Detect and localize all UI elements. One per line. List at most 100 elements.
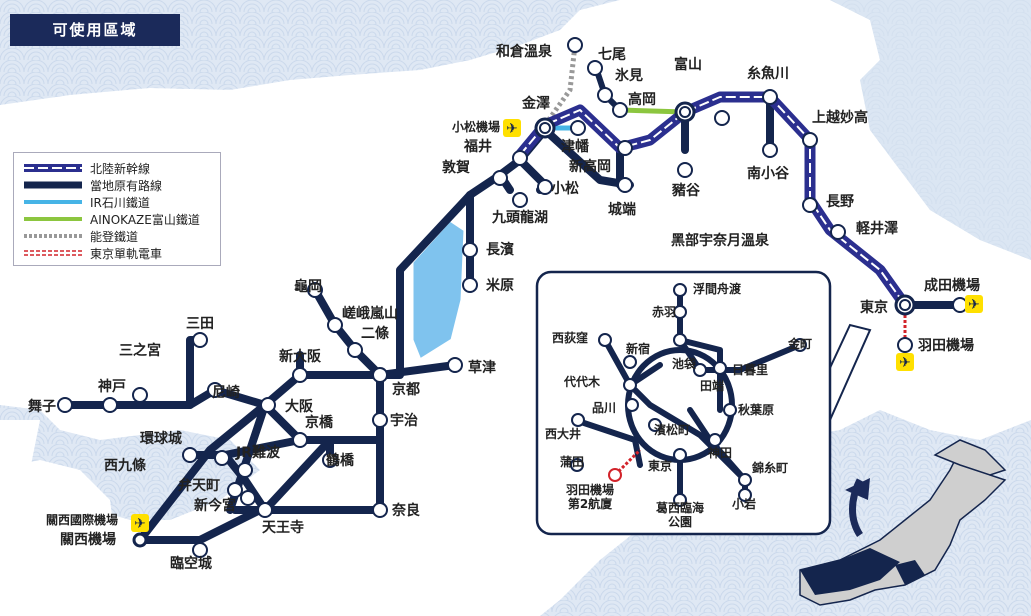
- station-label-sanda: 三田: [186, 316, 214, 332]
- japan-overview: [799, 439, 1007, 606]
- inset-station-oimachi: [571, 413, 585, 427]
- station-kyoto: [372, 367, 388, 383]
- inset-station-shinjuku: [623, 355, 637, 369]
- legend-swatch-ir: [22, 195, 84, 209]
- station-nijo: [347, 342, 363, 358]
- inset-label-nippori: 日暮里: [732, 362, 768, 377]
- legend-item-shinkansen: 北陸新幹線: [22, 161, 151, 176]
- legend-label: AINOKAZE富山鐵道: [90, 212, 200, 227]
- station-kanazawa-inner: [539, 122, 551, 134]
- station-kurobe: [714, 110, 730, 126]
- legend-item-ainokaze: AINOKAZE富山鐵道: [22, 212, 200, 227]
- station-takaoka: [612, 102, 628, 118]
- station-kameoka: [307, 282, 323, 298]
- inset-label-ukima: 浮間舟渡: [693, 281, 742, 296]
- inset-station-kanamachi: [793, 338, 807, 352]
- legend-swatch-ainokaze: [22, 212, 84, 226]
- station-inotani: [677, 162, 693, 178]
- station-uji: [372, 412, 388, 428]
- station-label-fukui: 福井: [463, 138, 492, 155]
- legend-label: 當地原有路線: [90, 178, 163, 193]
- station-label-kurobe: 黑部宇奈月溫泉: [671, 232, 770, 249]
- station-tsubata: [570, 120, 586, 136]
- station-label-wakura: 和倉溫泉: [496, 43, 553, 60]
- haneda-plane-icon: ✈: [899, 355, 911, 371]
- station-label-kameoka: 龜岡: [294, 278, 322, 295]
- station-label-shin_imamiya: 新今宮: [194, 497, 236, 514]
- komatsu-airport-icon: [503, 119, 521, 137]
- station-label-tennoji: 天王寺: [262, 520, 304, 536]
- station-tsuruhashi: [322, 452, 338, 468]
- station-joetsu: [802, 132, 818, 148]
- station-kansai_airport: [132, 532, 148, 548]
- inset-station-hamamatsucho: [648, 418, 662, 432]
- station-sanda: [192, 332, 208, 348]
- station-label-universal: 環球城: [140, 430, 182, 447]
- station-label-kusatsu: 草津: [468, 359, 496, 376]
- station-kobe: [102, 397, 118, 413]
- station-kuzuryuko: [512, 192, 528, 208]
- inset-label-kinshicho: 錦糸町: [751, 460, 788, 475]
- station-label-komatsu_airport: 小松機場: [452, 119, 500, 134]
- legend-label: IR石川鐵道: [90, 195, 150, 210]
- station-label-sannomiya: 三之宮: [119, 342, 161, 359]
- station-haneda: [897, 337, 913, 353]
- page-title: 可使用區域: [10, 14, 180, 46]
- station-toyama-inner: [679, 106, 691, 118]
- station-karuizawa: [830, 224, 846, 240]
- station-label-uji: 宇治: [390, 412, 418, 429]
- station-kyobashi: [292, 432, 308, 448]
- station-label-narita: 成田機場: [924, 277, 980, 294]
- station-label-nishikujo: 西九條: [104, 457, 147, 474]
- station-label-jotobe: 城端: [608, 201, 636, 218]
- station-osaka: [260, 397, 276, 413]
- haneda-airport-icon: [896, 353, 914, 371]
- station-label-kix: 關西國際機場: [46, 512, 118, 527]
- station-label-kuzuryuko: 九頭龍湖: [491, 209, 548, 226]
- narita-plane-icon: ✈: [968, 297, 980, 313]
- legend-swatch-shinkansen: [22, 161, 84, 175]
- inset-label-akihabara: 秋葉原: [738, 402, 774, 417]
- inset-label-koiwa: 小岩: [732, 496, 756, 511]
- station-nara: [372, 502, 388, 518]
- station-label-takaoka: 高岡: [628, 91, 656, 108]
- legend-label: 北陸新幹線: [90, 161, 151, 176]
- station-komatsu: [537, 179, 553, 195]
- station-label-jr_namba: JR難波: [235, 444, 281, 461]
- legend-item-monorail: 東京單軌電車: [22, 246, 162, 261]
- station-maiko: [57, 397, 73, 413]
- narita-airport-icon: [965, 295, 983, 313]
- station-nishikujo: [214, 450, 230, 466]
- station-label-minami_otari: 南小谷: [747, 165, 790, 182]
- inset-label-akabane: 赤羽: [652, 304, 676, 319]
- station-label-tokyo: 東京: [860, 299, 888, 316]
- legend-item-local: 當地原有路線: [22, 178, 163, 193]
- inset-station-ukima: [673, 283, 687, 297]
- station-wakura: [567, 37, 583, 53]
- line-ainokaze: [619, 107, 686, 115]
- legend-item-ir: IR石川鐵道: [22, 195, 150, 210]
- station-label-kansai_airport: 關西機場: [60, 531, 116, 548]
- station-label-karuizawa: 軽井澤: [856, 220, 898, 237]
- station-label-himi: 氷見: [615, 67, 643, 84]
- legend-swatch-noto: [22, 229, 84, 243]
- station-label-tsuruga: 敦賀: [442, 159, 470, 176]
- station-himi: [597, 87, 613, 103]
- station-label-haneda: 羽田機場: [918, 337, 974, 354]
- legend-label: 能登鐵道: [90, 229, 139, 244]
- shinkansen-line: [515, 91, 910, 309]
- inset-label-kasai-1: 葛西臨海: [655, 500, 704, 515]
- inset-station-ikebukuro: [673, 333, 687, 347]
- station-label-nagahama: 長濱: [486, 241, 514, 258]
- land-shadow: [830, 0, 1031, 260]
- station-universal: [182, 447, 198, 463]
- station-label-nanao: 七尾: [598, 47, 626, 63]
- land-awaji: [0, 460, 115, 600]
- station-narita: [952, 297, 968, 313]
- inset-label-nishiogikubo: 西荻窪: [552, 330, 588, 345]
- station-label-kanazawa: 金澤: [521, 95, 550, 112]
- station-shin_osaka: [292, 367, 308, 383]
- legend-swatch-monorail: [22, 246, 84, 260]
